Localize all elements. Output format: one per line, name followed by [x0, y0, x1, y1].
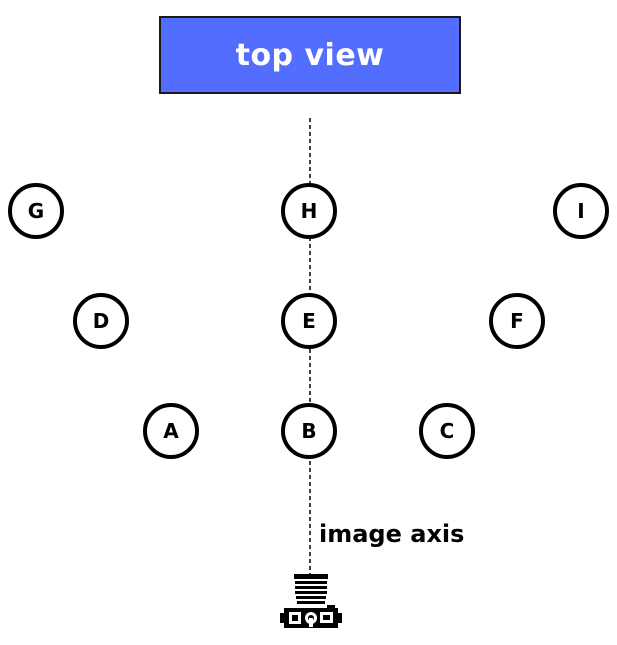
node-b: B [281, 403, 337, 459]
node-c-label: C [439, 419, 455, 443]
node-d: D [73, 293, 129, 349]
node-a-label: A [163, 419, 179, 443]
node-h: H [281, 183, 337, 239]
node-c: C [419, 403, 475, 459]
axis-label: image axis [319, 520, 465, 548]
node-f-label: F [510, 309, 524, 333]
node-g-label: G [27, 199, 45, 223]
title-text: top view [235, 37, 385, 73]
node-i-label: I [577, 199, 585, 223]
title-box: top view [159, 16, 461, 94]
node-h-label: H [300, 199, 318, 223]
node-i: I [553, 183, 609, 239]
node-e-label: E [302, 309, 316, 333]
camera-icon [280, 574, 342, 628]
node-d-label: D [92, 309, 110, 333]
node-g: G [8, 183, 64, 239]
node-f: F [489, 293, 545, 349]
node-a: A [143, 403, 199, 459]
node-e: E [281, 293, 337, 349]
node-b-label: B [301, 419, 317, 443]
